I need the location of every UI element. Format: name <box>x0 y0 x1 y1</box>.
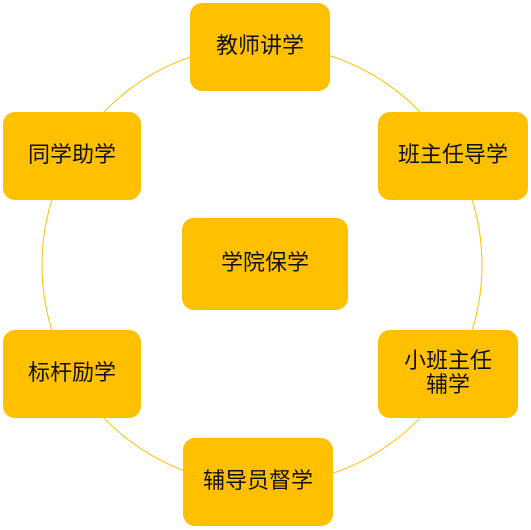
node-assistant-head-teacher-tutoring: 小班主任辅学 <box>378 330 518 418</box>
node-label: 辅导员督学 <box>203 469 314 494</box>
center-node-college-ensuring: 学院保学 <box>182 218 348 310</box>
node-peer-helping: 同学助学 <box>3 112 141 200</box>
node-label: 标杆励学 <box>27 361 116 386</box>
node-teacher-teaching: 教师讲学 <box>190 3 330 91</box>
node-role-model-encouraging: 标杆励学 <box>3 330 141 418</box>
node-label: 小班主任辅学 <box>403 349 492 398</box>
node-label: 同学助学 <box>27 143 116 168</box>
node-head-teacher-guiding: 班主任导学 <box>378 112 528 200</box>
node-label: 教师讲学 <box>215 34 304 59</box>
node-label: 班主任导学 <box>398 143 509 168</box>
node-counselor-supervising: 辅导员督学 <box>183 438 333 526</box>
center-node-label: 学院保学 <box>220 251 309 276</box>
